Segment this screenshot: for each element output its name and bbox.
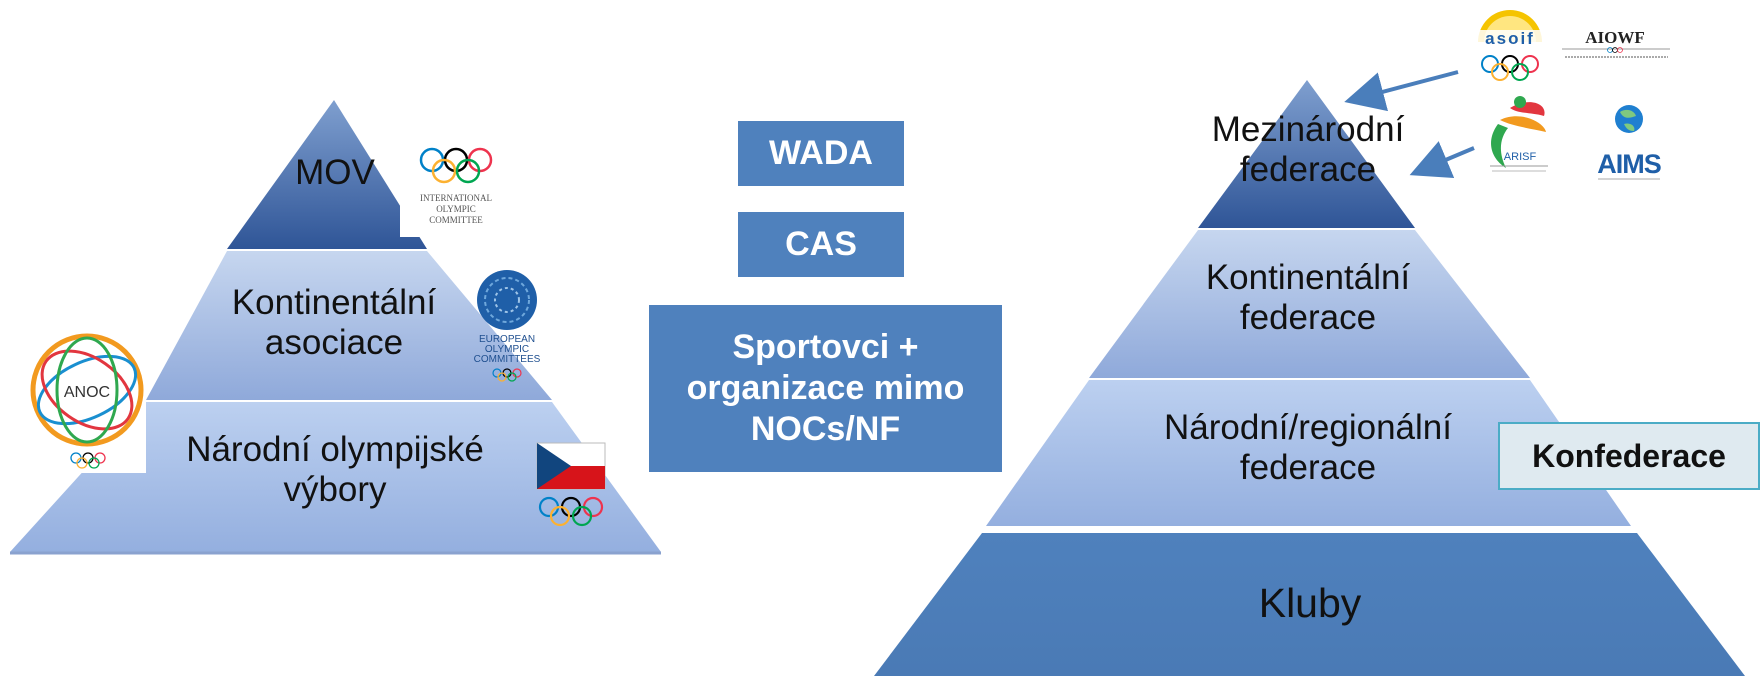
arisf-text: ARISF (1504, 151, 1537, 163)
asoif-text: asoif (1485, 29, 1535, 48)
right-tier-international-label: Mezinárodní federace (1172, 110, 1444, 191)
right-tier-international-line1: Mezinárodní (1211, 110, 1405, 149)
right-tier-continental-line2: federace (1239, 298, 1377, 338)
left-tier-national-line1: Národní olympijské (186, 430, 484, 469)
ioc-text-1: INTERNATIONAL (420, 193, 492, 203)
right-pyramid-tier-national (986, 380, 1631, 526)
eoc-logo-icon: EUROPEAN OLYMPIC COMMITTEES (474, 270, 541, 382)
ioc-rings-icon: INTERNATIONAL OLYMPIC COMMITTEE (400, 135, 510, 237)
eoc-text-1: EUROPEAN (479, 334, 535, 345)
sportovci-box: Sportovci + organizace mimo NOCs/NF (649, 305, 1002, 472)
aiowf-logo-icon: AIOWF (1562, 28, 1670, 58)
left-tier-national-label: Národní olympijské výbory (150, 430, 520, 511)
left-tier-mov-label: MOV (295, 153, 375, 192)
left-pyramid-tier-continental (146, 251, 552, 400)
left-pyramid (10, 100, 661, 555)
left-tier-national-line2: výbory (283, 470, 387, 510)
anoc-text: ANOC (64, 384, 110, 401)
left-pyramid-tier-mov (227, 100, 427, 249)
right-pyramid-tier-continental (1089, 230, 1530, 378)
right-pyramid-tier-clubs (874, 533, 1745, 676)
wada-box: WADA (738, 121, 904, 186)
eoc-text-2: OLYMPIC (485, 344, 529, 355)
right-tier-continental-label: Kontinentální federace (1172, 258, 1444, 339)
left-pyramid-tier-national (10, 402, 661, 552)
left-tier-continental-line1: Kontinentální (231, 283, 437, 322)
sportovci-line1: Sportovci + (732, 328, 919, 367)
sportovci-line3: NOCs/NF (750, 409, 901, 448)
right-tier-national-line1: Národní/regionální (1164, 408, 1452, 447)
arrow-asoif (1344, 70, 1459, 112)
right-pyramid (874, 80, 1745, 676)
right-tier-continental-line1: Kontinentální (1205, 258, 1411, 297)
czech-flag-icon (536, 442, 606, 527)
aims-text: AIMS (1597, 149, 1661, 179)
anoc-logo-icon: ANOC (28, 328, 146, 473)
ioc-text-2: OLYMPIC (436, 204, 476, 214)
arrow-arisf (1409, 141, 1475, 179)
aiowf-text: AIOWF (1585, 28, 1645, 47)
right-pyramid-tier-international (1198, 80, 1415, 228)
arisf-logo-icon: ARISF (1490, 96, 1548, 172)
right-tier-clubs-label: Kluby (1258, 580, 1362, 626)
ioc-text-3: COMMITTEE (429, 215, 483, 225)
aims-logo-icon: AIMS (1597, 105, 1662, 180)
cas-box: CAS (738, 212, 904, 277)
eoc-text-3: COMMITTEES (474, 354, 541, 365)
asoif-logo-icon: asoif (1470, 4, 1550, 84)
konfederace-box: Konfederace (1498, 422, 1760, 490)
right-tier-international-line2: federace (1239, 150, 1377, 190)
sportovci-line2: organizace mimo (686, 369, 965, 408)
right-tier-national-label: Národní/regionální federace (1130, 408, 1486, 489)
left-tier-continental-line2: asociace (264, 323, 404, 363)
left-tier-continental-label: Kontinentální asociace (193, 283, 475, 364)
right-tier-national-line2: federace (1239, 448, 1377, 488)
